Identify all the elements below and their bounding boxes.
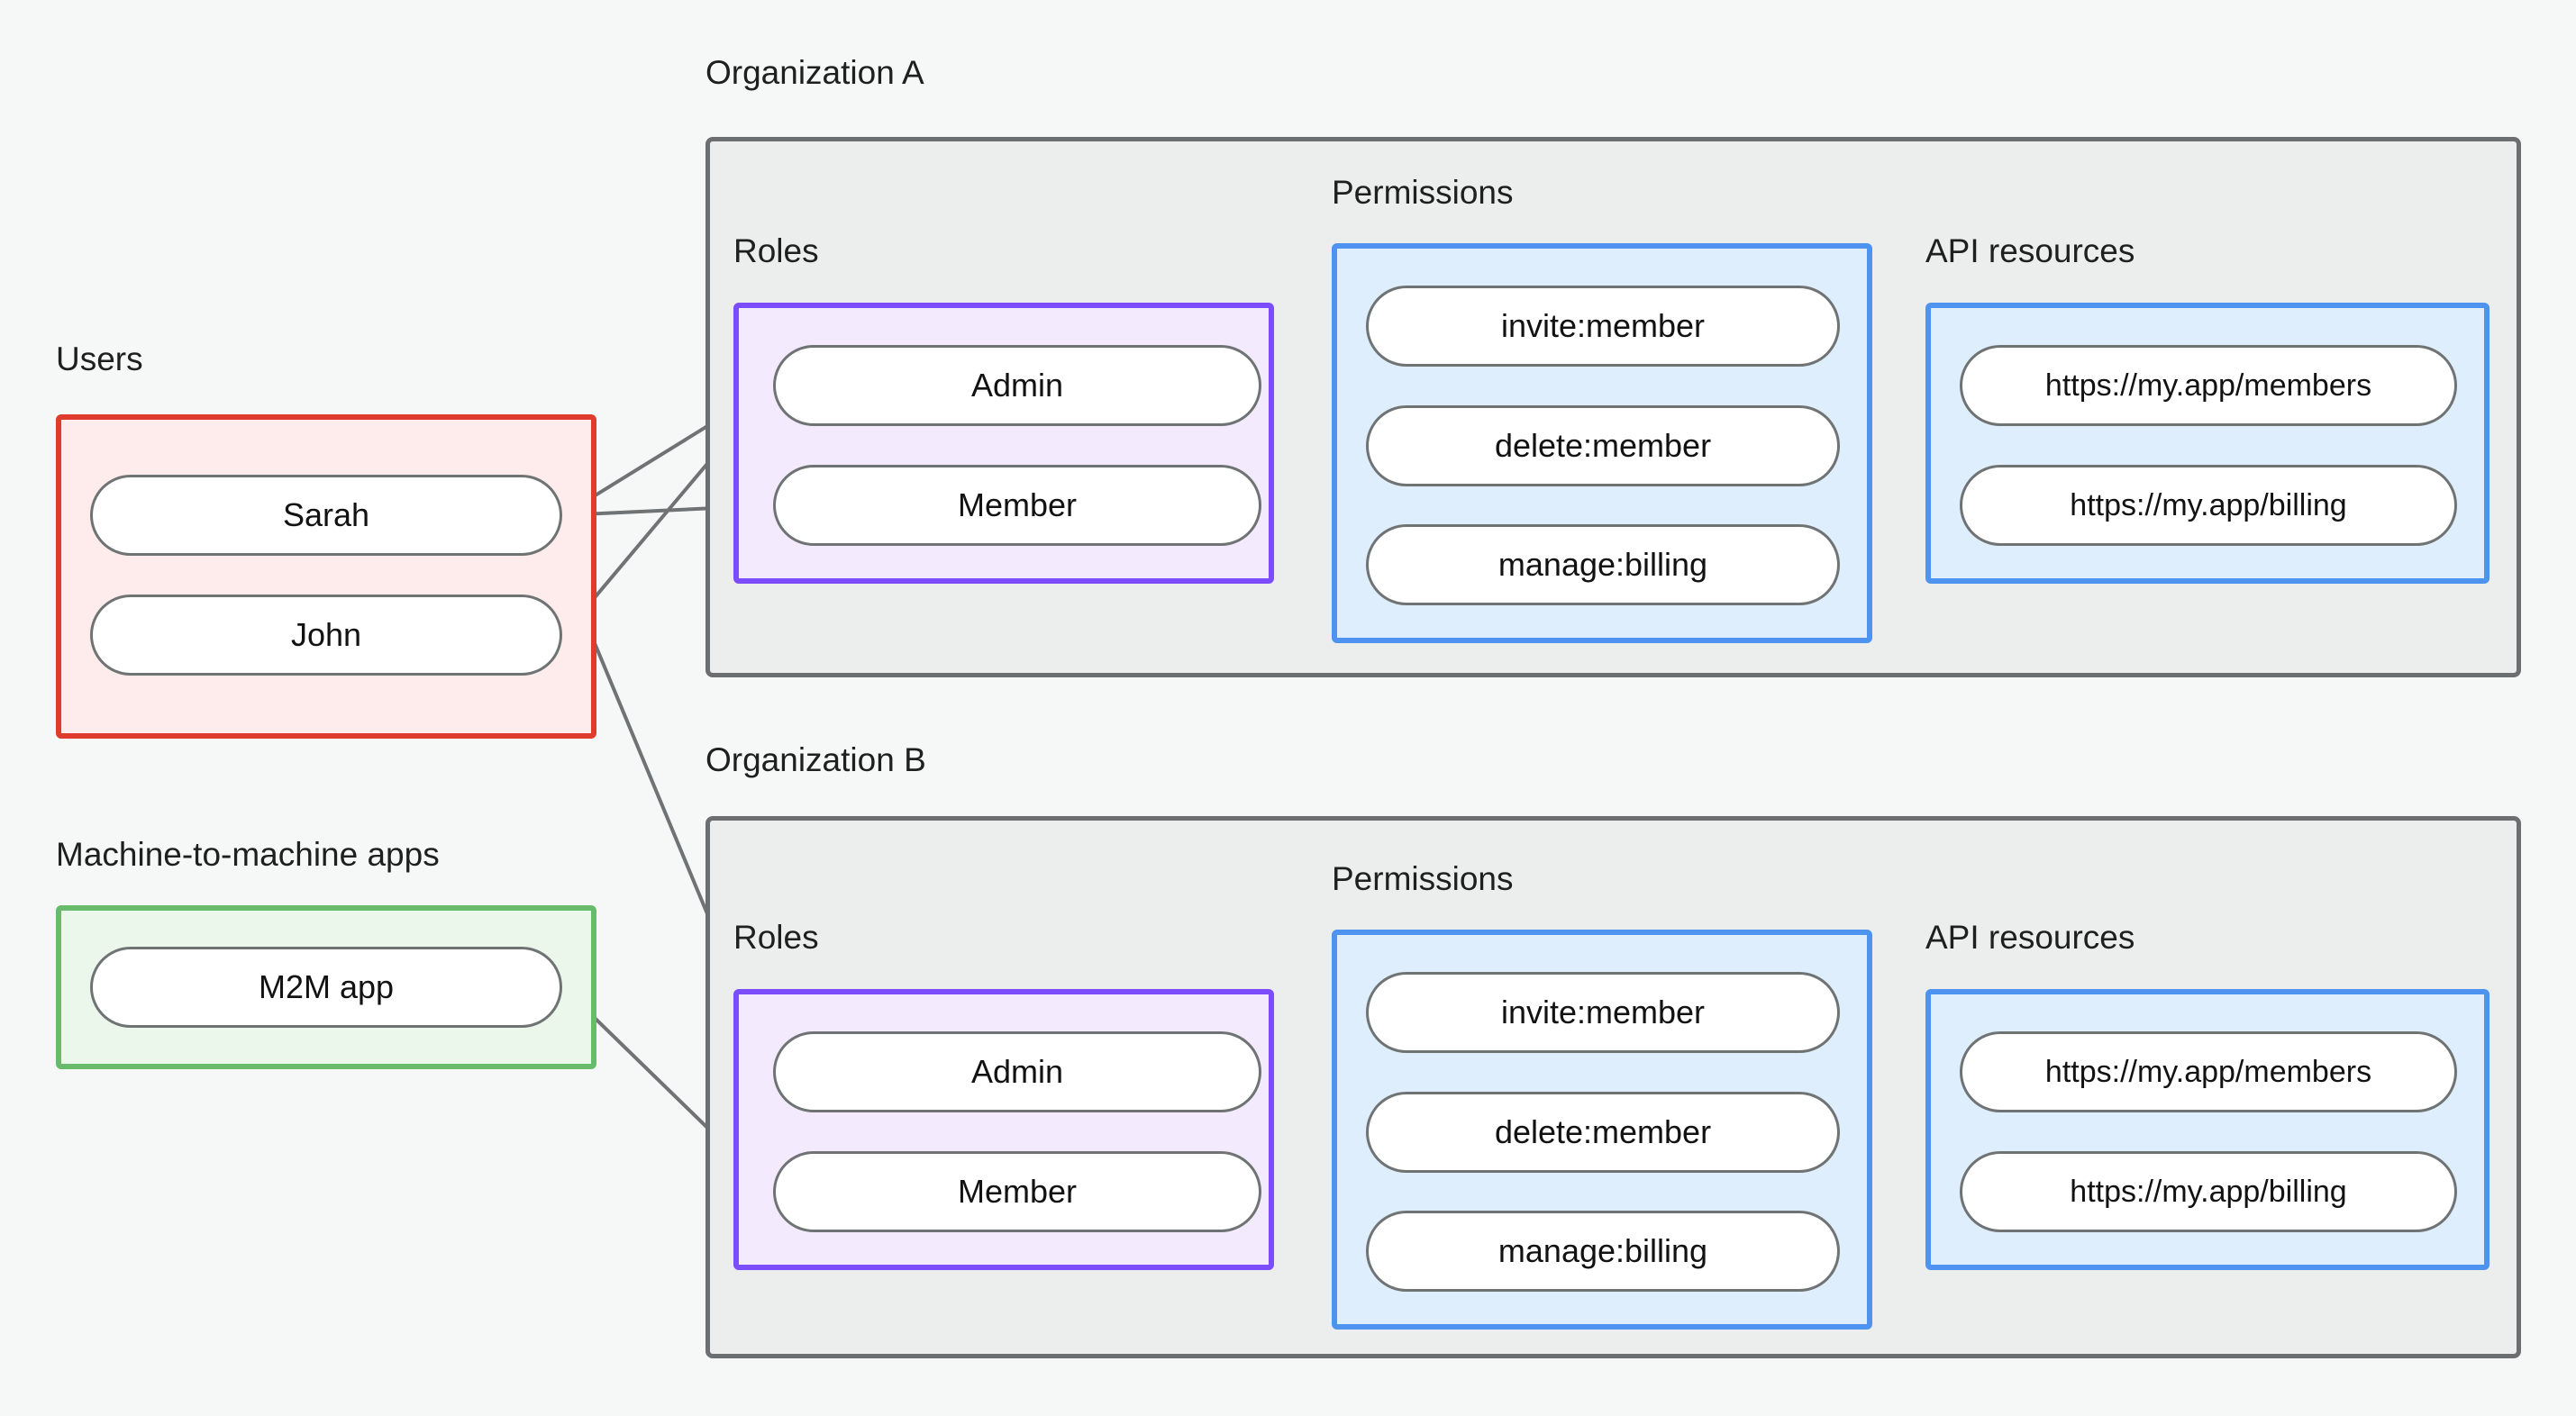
users-container [56, 414, 596, 739]
org-b-role-admin[interactable]: Admin [773, 1031, 1261, 1112]
org-a-permissions-label: Permissions [1332, 174, 1514, 211]
org-a-permission-delete-member[interactable]: delete:member [1366, 405, 1840, 486]
org-b-roles-label: Roles [733, 919, 819, 956]
org-a-api-resource-billing[interactable]: https://my.app/billing [1960, 465, 2457, 546]
org-a-permission-manage-billing[interactable]: manage:billing [1366, 524, 1840, 605]
org-b-role-member[interactable]: Member [773, 1151, 1261, 1232]
org-b-api-resource-billing[interactable]: https://my.app/billing [1960, 1151, 2457, 1232]
org-b-api-resources-label: API resources [1925, 919, 2135, 956]
org-b-permissions-label: Permissions [1332, 860, 1514, 897]
org-b-permission-delete-member[interactable]: delete:member [1366, 1092, 1840, 1173]
m2m-group-label: Machine-to-machine apps [56, 836, 440, 873]
users-group-label: Users [56, 340, 143, 377]
org-a-roles-label: Roles [733, 232, 819, 269]
org-a-permission-invite-member[interactable]: invite:member [1366, 286, 1840, 367]
org-a-role-admin[interactable]: Admin [773, 345, 1261, 426]
user-node-john[interactable]: John [90, 595, 562, 676]
org-b-label: Organization B [705, 741, 926, 778]
org-b-api-resource-members[interactable]: https://my.app/members [1960, 1031, 2457, 1112]
org-a-api-resources-label: API resources [1925, 232, 2135, 269]
org-a-label: Organization A [705, 54, 924, 91]
m2m-node-app[interactable]: M2M app [90, 947, 562, 1028]
org-b-permission-manage-billing[interactable]: manage:billing [1366, 1211, 1840, 1292]
org-a-api-resource-members[interactable]: https://my.app/members [1960, 345, 2457, 426]
user-node-sarah[interactable]: Sarah [90, 475, 562, 556]
org-a-role-member[interactable]: Member [773, 465, 1261, 546]
org-b-permission-invite-member[interactable]: invite:member [1366, 972, 1840, 1053]
